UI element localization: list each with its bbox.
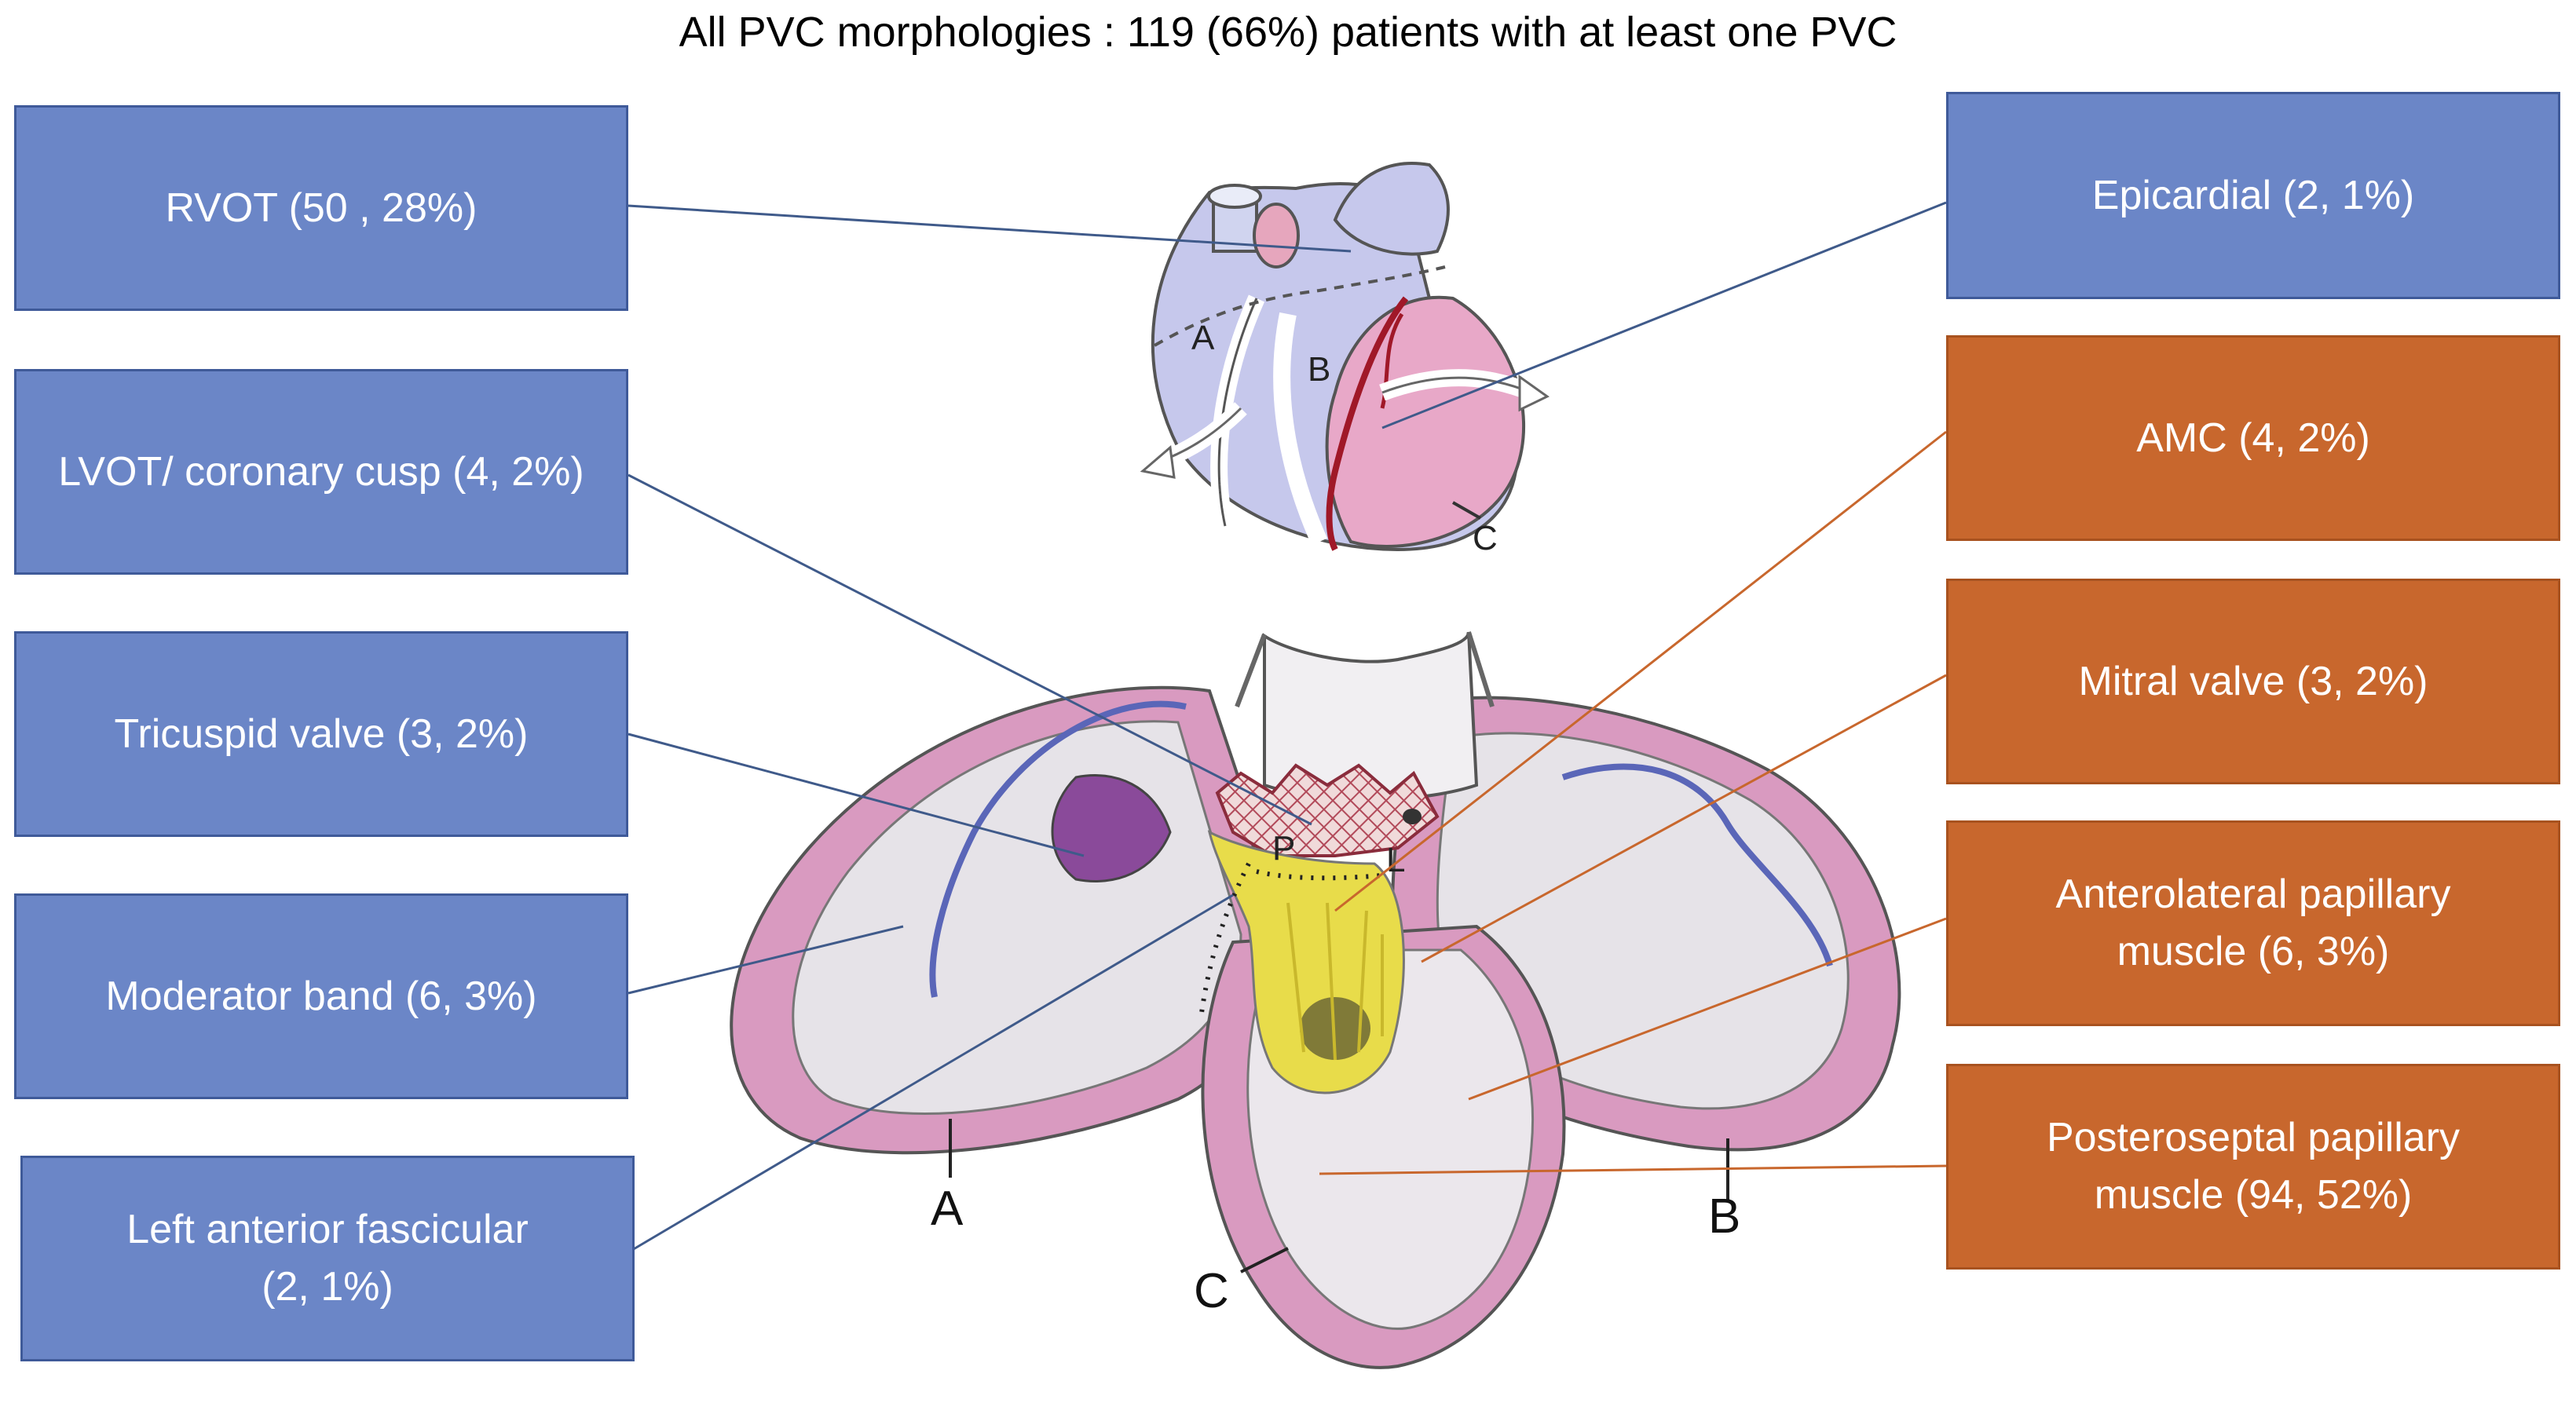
aortic-stub-right bbox=[1466, 631, 1495, 707]
chamber-letter-a: A bbox=[931, 1182, 964, 1236]
label-mitral-text: Mitral valve (3, 2%) bbox=[2078, 658, 2428, 704]
leader-rvot bbox=[628, 204, 1352, 253]
leader-moderator bbox=[628, 925, 904, 995]
leader-laf bbox=[628, 893, 1234, 1254]
dashed-contour bbox=[1154, 265, 1446, 347]
label-tricuspid-text: Tricuspid valve (3, 2%) bbox=[114, 711, 529, 757]
aorta-opening bbox=[1207, 184, 1262, 209]
label-left-anterior-fascicular: Left anterior fascicular (2, 1%) bbox=[20, 1156, 635, 1361]
cut-line-b bbox=[1273, 312, 1328, 546]
label-tricuspid-valve: Tricuspid valve (3, 2%) bbox=[14, 631, 628, 837]
cut-line-a-edge bbox=[1217, 298, 1258, 527]
label-amc: AMC (4, 2%) bbox=[1946, 335, 2560, 541]
open-arrow-right-edge bbox=[1381, 376, 1532, 394]
vessel-ring bbox=[1253, 203, 1300, 269]
label-posteroseptal-line1: Posteroseptal papillary bbox=[2046, 1115, 2461, 1161]
chamber-letter-b: B bbox=[1708, 1189, 1740, 1244]
heart-letter-a: A bbox=[1191, 319, 1215, 357]
label-posteroseptal-papillary: Posteroseptal papillary muscle (94, 52%) bbox=[1946, 1064, 2560, 1270]
leader-lvot bbox=[628, 473, 1312, 826]
fascicle-dotted bbox=[1199, 862, 1251, 1014]
valve-letter-p: P bbox=[1272, 829, 1295, 868]
leader-posteroseptal bbox=[1319, 1164, 1947, 1175]
arrow-head-left bbox=[1140, 445, 1176, 479]
conduction-line-left bbox=[929, 700, 1187, 998]
label-rvot: RVOT (50 , 28%) bbox=[14, 105, 628, 311]
label-rvot-text: RVOT (50 , 28%) bbox=[165, 185, 478, 231]
chamber-letter-c: C bbox=[1194, 1264, 1229, 1318]
arrow-head-right bbox=[1518, 374, 1550, 412]
label-amc-text: AMC (4, 2%) bbox=[2136, 415, 2370, 461]
figure-title: All PVC morphologies : 119 (66%) patient… bbox=[679, 9, 1897, 56]
label-lvot-text: LVOT/ coronary cusp (4, 2%) bbox=[58, 448, 584, 495]
label-anterolateral-line2: muscle (6, 3%) bbox=[2117, 929, 2390, 974]
label-moderator-band: Moderator band (6, 3%) bbox=[14, 893, 628, 1099]
coronary-ostium bbox=[1403, 809, 1422, 824]
label-laf-line2: (2, 1%) bbox=[262, 1264, 393, 1310]
label-lvot-coronary-cusp: LVOT/ coronary cusp (4, 2%) bbox=[14, 369, 628, 575]
label-anterolateral-line1: Anterolateral papillary bbox=[2055, 871, 2451, 918]
leader-lines bbox=[628, 201, 1947, 1254]
valve-letter-l: L bbox=[1386, 841, 1405, 879]
coronary-artery bbox=[1326, 296, 1409, 551]
label-moderator-text: Moderator band (6, 3%) bbox=[105, 973, 537, 1019]
heart-letter-c: C bbox=[1473, 519, 1498, 557]
small-heart bbox=[1140, 162, 1550, 552]
leader-amc bbox=[1334, 430, 1947, 912]
leader-mitral bbox=[1421, 674, 1947, 963]
left-ventricle-region bbox=[1325, 295, 1526, 548]
label-anterolateral-papillary: Anterolateral papillary muscle (6, 3%) bbox=[1946, 820, 2560, 1026]
opened-heart bbox=[730, 631, 1901, 1369]
fascicle-dotted-2 bbox=[1256, 869, 1383, 881]
leader-anterolateral bbox=[1468, 917, 1947, 1101]
letter-c-pointer bbox=[1452, 501, 1481, 520]
conduction-line-right bbox=[1561, 763, 1833, 967]
chordae bbox=[1286, 902, 1384, 1061]
label-epicardial: Epicardial (2, 1%) bbox=[1946, 92, 2560, 299]
pointer-c bbox=[1240, 1247, 1289, 1273]
label-mitral-valve: Mitral valve (3, 2%) bbox=[1946, 579, 2560, 784]
label-laf-line1: Left anterior fascicular bbox=[126, 1207, 529, 1253]
label-epicardial-text: Epicardial (2, 1%) bbox=[2091, 172, 2415, 218]
heart-letter-b: B bbox=[1308, 350, 1330, 389]
aortic-stub-left bbox=[1235, 633, 1267, 708]
leader-tricuspid bbox=[628, 733, 1085, 857]
label-posteroseptal-line2: muscle (94, 52%) bbox=[2094, 1172, 2413, 1218]
pulmonary-trunk bbox=[1333, 162, 1450, 256]
leader-epicardial bbox=[1381, 201, 1947, 429]
